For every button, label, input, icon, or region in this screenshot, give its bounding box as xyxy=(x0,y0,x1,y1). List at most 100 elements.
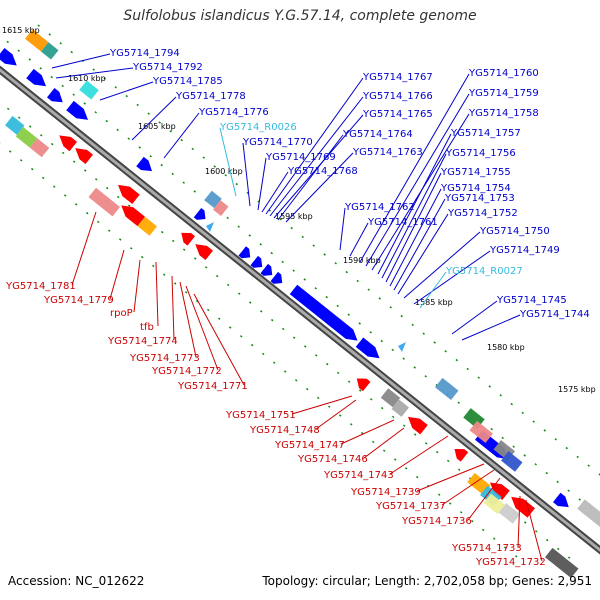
rna-gene xyxy=(398,342,406,352)
scale-tick-mark xyxy=(358,389,362,392)
forward-gene-label: YG5714_1765 xyxy=(362,109,433,120)
scale-tick-mark xyxy=(147,112,150,115)
scale-tick-mark xyxy=(217,317,221,320)
scale-tick-mark xyxy=(336,371,340,375)
scale-tick-mark xyxy=(338,414,342,417)
forward-gene xyxy=(289,284,358,341)
scale-tick-mark xyxy=(587,464,590,467)
scale-tick-mark xyxy=(389,306,392,309)
scale-tick-mark xyxy=(481,528,485,532)
scale-tick-mark xyxy=(270,251,273,255)
scale-tick-mark xyxy=(162,273,166,276)
forward-gene xyxy=(238,246,251,259)
scale-tick-mark xyxy=(369,331,372,334)
forward-gene-label: YG5714_1744 xyxy=(519,309,590,320)
scale-tick-mark xyxy=(336,304,339,308)
forward-gene-label: YG5714_1761 xyxy=(367,217,438,228)
scale-tick-mark xyxy=(37,24,40,27)
scale-tick-mark xyxy=(314,287,317,290)
scale-tick-mark xyxy=(103,77,106,80)
scale-tick-mark xyxy=(347,313,350,316)
reverse-gene-label: YG5714_1736 xyxy=(401,516,472,527)
scale-tick-mark xyxy=(369,398,373,401)
forward-gene xyxy=(250,255,263,268)
scale-tick-mark xyxy=(228,326,232,329)
scale-tick-mark xyxy=(191,147,194,151)
scale-tick-label: 1610 kbp xyxy=(68,74,106,83)
forward-gene-label: YG5714_1755 xyxy=(440,167,511,178)
scale-tick-label: 1600 kbp xyxy=(205,167,243,176)
forward-label-leader xyxy=(242,142,251,207)
scale-tick-label: 1575 kbp xyxy=(558,385,596,394)
scale-tick-mark xyxy=(523,454,526,457)
scale-tick-mark xyxy=(48,33,51,36)
reverse-gene-label: YG5714_1747 xyxy=(274,440,345,451)
forward-gene-label: YG5714_1753 xyxy=(444,193,515,204)
reverse-label-leader xyxy=(133,259,141,313)
scale-tick-mark xyxy=(281,327,285,331)
scale-tick-mark xyxy=(61,84,64,88)
cog-block xyxy=(41,42,59,60)
forward-gene-label: YG5714_1745 xyxy=(496,295,567,306)
scale-tick-mark xyxy=(470,519,474,523)
forward-label-leader xyxy=(55,67,134,79)
scale-tick-mark xyxy=(116,195,120,199)
forward-gene-label: YG5714_1785 xyxy=(152,76,223,87)
scale-tick-mark xyxy=(74,203,78,206)
scale-tick-mark xyxy=(466,367,469,371)
scale-tick-mark xyxy=(455,358,458,362)
scale-tick-mark xyxy=(565,446,568,450)
reverse-label-leader xyxy=(291,395,353,415)
scale-tick-mark xyxy=(400,314,403,318)
scale-tick-mark xyxy=(567,489,570,492)
scale-tick-mark xyxy=(105,119,108,123)
scale-tick-mark xyxy=(204,266,208,269)
scale-tick-mark xyxy=(59,42,62,45)
scale-tick-mark xyxy=(140,255,144,259)
scale-tick-mark xyxy=(543,429,546,432)
scale-tick-mark xyxy=(391,348,394,352)
forward-gene-label: YG5714_1764 xyxy=(342,129,413,140)
cog-block xyxy=(137,216,157,236)
scale-tick-mark xyxy=(202,156,205,159)
scale-tick-mark xyxy=(424,375,427,378)
scale-tick-mark xyxy=(30,167,34,171)
scale-tick-mark xyxy=(72,160,76,163)
reverse-label-leader xyxy=(71,211,97,286)
scale-tick-mark xyxy=(444,350,447,353)
forward-gene-label: YG5714_1766 xyxy=(362,91,433,102)
scale-tick-mark xyxy=(17,116,21,119)
scale-tick-mark xyxy=(503,546,507,549)
scale-tick-mark xyxy=(70,50,73,54)
scale-tick-mark xyxy=(85,211,89,215)
forward-gene-label: YG5714_1778 xyxy=(175,91,246,102)
scale-tick-mark xyxy=(312,244,315,247)
scale-tick-mark xyxy=(345,270,348,274)
reverse-gene xyxy=(454,448,469,462)
forward-label-leader xyxy=(419,271,447,309)
scale-tick-label: 1615 kbp xyxy=(2,26,40,35)
scale-tick-mark xyxy=(96,220,100,224)
reverse-gene-label: YG5714_1739 xyxy=(350,487,421,498)
scale-tick-mark xyxy=(193,190,196,193)
forward-label-leader xyxy=(403,231,481,299)
cog-block xyxy=(391,399,409,417)
scale-tick-mark xyxy=(356,279,359,283)
scale-tick-mark xyxy=(116,128,119,132)
scale-tick-mark xyxy=(378,297,381,300)
forward-gene-label: YG5714_1754 xyxy=(440,183,511,194)
cog-block xyxy=(204,190,222,209)
forward-label-leader xyxy=(377,133,452,275)
scale-tick-mark xyxy=(303,345,307,348)
scale-tick-mark xyxy=(279,218,282,221)
scale-tick-mark xyxy=(182,181,185,184)
forward-gene xyxy=(66,100,88,120)
forward-gene-label: YG5714_1767 xyxy=(362,72,433,83)
cog-block xyxy=(25,29,49,52)
scale-tick-mark xyxy=(107,229,111,232)
scale-tick-mark xyxy=(136,103,139,107)
forward-label-leader xyxy=(265,77,364,215)
forward-gene-label: YG5714_1794 xyxy=(109,48,180,59)
forward-gene-label: YG5714_1768 xyxy=(287,166,358,177)
genome-backbone-highlight xyxy=(0,68,600,552)
